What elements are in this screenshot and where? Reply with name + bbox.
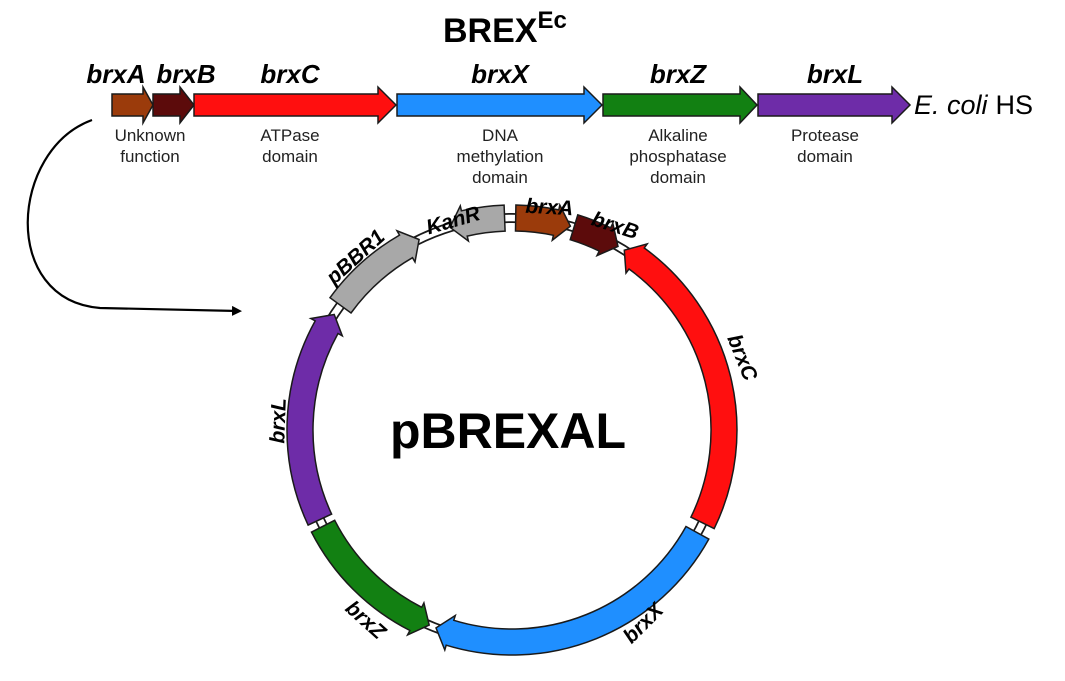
gene-label-brxB: brxB — [156, 59, 215, 89]
operon-gene-row — [111, 84, 912, 126]
function-brxA-line2: function — [120, 147, 180, 166]
plasmid-arc-brxA — [514, 202, 572, 243]
plasmid-arc-brxC — [623, 242, 738, 530]
operon-gene-labels: brxA brxB brxC brxX brxZ brxL — [86, 59, 863, 89]
function-brxX-line1: DNA — [482, 126, 519, 145]
function-brxC-line1: ATPase — [260, 126, 319, 145]
operon-arrow-brxZ — [602, 85, 759, 125]
function-brxZ-line2: phosphatase — [629, 147, 726, 166]
operon-title-superscript: Ec — [537, 7, 566, 34]
organism-strain: HS — [996, 90, 1034, 120]
plasmid-arc-brxB — [569, 213, 619, 258]
function-brxL-line2: domain — [797, 147, 853, 166]
function-brxX-line3: domain — [472, 168, 528, 187]
plasmid-arc-kanr — [449, 203, 506, 243]
operon-arrow-brxC — [193, 85, 398, 125]
plasmid-name: pBREXAL — [390, 403, 626, 459]
plasmid-arc-brxX — [435, 525, 710, 656]
gene-label-brxA: brxA — [86, 59, 145, 89]
gene-label-brxL: brxL — [807, 59, 863, 89]
plasmid-arc-brxL — [286, 313, 344, 527]
plasmid-features — [286, 202, 738, 656]
cloning-arrow — [26, 118, 242, 316]
function-brxZ-line3: domain — [650, 168, 706, 187]
function-brxA-line1: Unknown — [115, 126, 186, 145]
operon-arrow-brxL — [757, 85, 912, 125]
plasmid-arc-brxZ — [310, 519, 431, 637]
plasmid-arc-pbbr1 — [328, 229, 420, 315]
operon-function-labels: Unknown function ATPase domain DNA methy… — [115, 126, 859, 187]
operon-arrow-brxX — [396, 85, 604, 125]
plasmid-label-brxL: brxL — [266, 398, 291, 444]
organism-species: E. coli — [914, 90, 989, 120]
function-brxZ-line1: Alkaline — [648, 126, 708, 145]
operon-arrow-brxB — [152, 84, 195, 126]
gene-label-brxC: brxC — [260, 59, 320, 89]
function-brxX-line2: methylation — [457, 147, 544, 166]
plasmid-label-brxA: brxA — [525, 195, 574, 220]
function-brxC-line2: domain — [262, 147, 318, 166]
operon-title: BREXEc — [443, 7, 567, 50]
operon-title-main: BREX — [443, 12, 538, 50]
operon-arrow-brxA — [111, 84, 154, 126]
function-brxL-line1: Protease — [791, 126, 859, 145]
gene-label-brxZ: brxZ — [650, 59, 707, 89]
gene-label-brxX: brxX — [471, 59, 530, 89]
